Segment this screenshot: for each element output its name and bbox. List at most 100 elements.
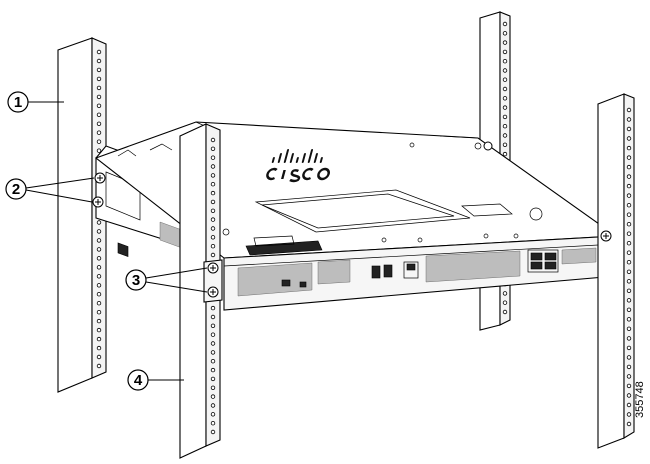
rack-hole	[502, 123, 508, 129]
rack-hole	[96, 103, 102, 108]
rack-hole	[96, 354, 102, 360]
rack-hole	[626, 412, 632, 417]
rack-hole	[626, 383, 632, 389]
rack-hole	[626, 174, 632, 179]
rack-hole	[626, 107, 632, 113]
rack-hole	[96, 229, 102, 234]
rack-hole	[502, 300, 508, 305]
rack-hole	[210, 217, 216, 222]
rear-left-rack-post	[57, 37, 107, 393]
rack-hole	[210, 341, 216, 346]
rack-hole	[626, 326, 632, 331]
cisco-logo-icon	[266, 149, 330, 183]
rack-hole	[96, 274, 102, 279]
rack-hole	[502, 86, 508, 92]
callout-4-number: 4	[134, 372, 143, 389]
rack-hole	[210, 181, 216, 187]
rack-hole	[210, 146, 216, 151]
rack-hole	[626, 250, 632, 255]
rack-hole	[210, 155, 216, 160]
rack-hole	[502, 68, 508, 73]
rack-hole	[626, 193, 632, 198]
rack-hole	[626, 136, 632, 141]
screw-icon	[94, 172, 106, 184]
rack-hole	[626, 364, 632, 370]
rack-hole	[210, 252, 216, 258]
rack-hole	[210, 226, 216, 231]
rack-hole	[96, 318, 102, 324]
rack-hole	[96, 336, 102, 342]
rack-hole	[210, 394, 216, 399]
rack-hole	[96, 238, 102, 243]
rack-hole	[96, 345, 102, 351]
rack-hole	[96, 130, 102, 135]
rack-hole	[626, 221, 632, 227]
rack-hole	[502, 114, 508, 120]
screw-icon	[92, 196, 104, 208]
rack-hole	[96, 148, 102, 153]
screw-icon	[483, 141, 493, 151]
rack-hole	[626, 345, 632, 351]
rack-hole	[96, 85, 102, 91]
rack-hole	[626, 126, 632, 132]
chassis-front-panel	[223, 235, 617, 311]
rack-hole	[502, 105, 508, 110]
rack-hole	[210, 350, 216, 355]
rack-hole	[626, 155, 632, 160]
rack-hole	[96, 265, 102, 270]
rack-hole	[210, 385, 216, 390]
rack-hole	[210, 235, 216, 240]
rack-hole	[502, 133, 508, 138]
rack-hole	[626, 240, 632, 246]
rack-hole	[210, 367, 216, 373]
rack-hole	[502, 151, 508, 157]
rack-hole	[210, 305, 216, 311]
callout-1-number: 1	[14, 94, 22, 111]
rack-hole	[626, 145, 632, 151]
rack-hole	[210, 403, 216, 408]
screw-icon	[207, 286, 219, 298]
rack-hole	[210, 243, 216, 249]
rack-hole	[96, 247, 102, 252]
sfp-ports	[527, 249, 559, 273]
rack-hole	[502, 142, 508, 147]
rack-hole	[210, 199, 216, 205]
rack-hole	[626, 336, 632, 341]
rack-hole	[502, 77, 508, 82]
rack-hole	[626, 307, 632, 312]
front-vent-right	[425, 250, 521, 283]
rack-hole	[502, 40, 508, 45]
rack-hole	[502, 49, 508, 55]
rack-hole	[96, 220, 102, 225]
rack-hole	[502, 31, 508, 36]
rack-hole	[210, 323, 216, 328]
rack-hole	[96, 310, 102, 315]
rack-hole	[210, 421, 216, 426]
screw-icon	[207, 262, 219, 274]
rack-hole	[626, 317, 632, 322]
callout-3-number: 3	[132, 272, 140, 289]
rack-hole	[210, 332, 216, 337]
callout-4: 4	[127, 369, 184, 391]
rack-hole	[210, 376, 216, 382]
callout-3: 3	[125, 267, 208, 293]
rack-hole	[626, 231, 632, 236]
rack-hole	[210, 314, 216, 320]
callout-2-number: 2	[12, 181, 20, 198]
rack-hole	[626, 212, 632, 217]
rack-hole	[210, 137, 216, 143]
rack-hole	[210, 190, 216, 196]
rack-hole	[96, 121, 102, 126]
rack-hole	[626, 393, 632, 398]
rack-hole	[626, 260, 632, 265]
rack-hole	[96, 139, 102, 144]
rack-hole	[210, 429, 216, 435]
rack-hole	[96, 76, 102, 82]
rack-hole	[626, 202, 632, 208]
rack-hole	[210, 412, 216, 417]
rack-hole	[626, 164, 632, 170]
rack-hole	[626, 279, 632, 284]
rack-hole	[502, 21, 508, 27]
rack-hole	[626, 117, 632, 122]
